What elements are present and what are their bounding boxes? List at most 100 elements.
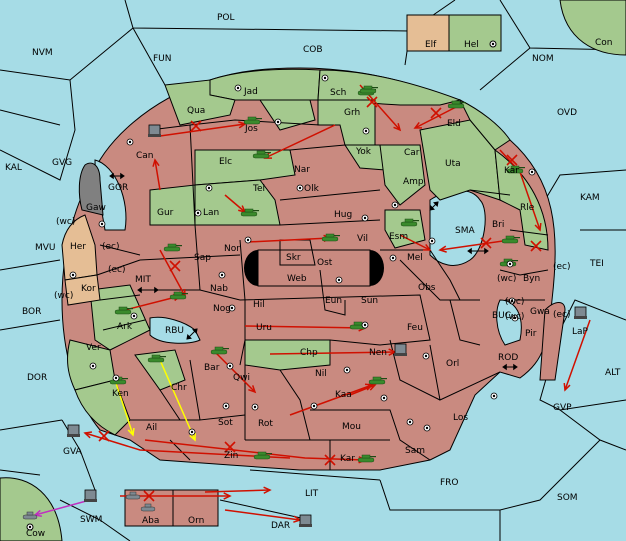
land-label-ver: Ver <box>86 343 101 353</box>
land-label-kar-north: Kar <box>504 166 519 176</box>
x-mark-icon <box>366 96 378 108</box>
sea-label-swm: SWM <box>80 515 102 525</box>
legend-elf-swatch <box>406 14 450 52</box>
supply-center-icon <box>345 368 349 372</box>
sea-label-alt: ALT <box>605 368 621 378</box>
land-label-zin: Zin <box>224 451 238 461</box>
coast-tag: (wc) <box>54 291 73 301</box>
tank-icon[interactable] <box>253 451 272 460</box>
sea-label-fro: FRO <box>440 478 459 488</box>
arrow-head <box>467 247 472 255</box>
tank-icon[interactable] <box>147 354 166 363</box>
supply-center-icon <box>71 273 75 277</box>
tank-icon[interactable] <box>210 346 229 355</box>
land-label-uru: Uru <box>256 323 272 333</box>
sea-label-dar: DAR <box>271 521 290 531</box>
unit-marker-icon[interactable] <box>67 424 80 437</box>
move-arrow <box>399 234 431 251</box>
land-label-amp: Amp <box>403 177 424 187</box>
sea-label-rbu: RBU <box>165 326 184 336</box>
tank-icon[interactable] <box>125 491 141 500</box>
unit-marker-icon[interactable] <box>148 124 161 137</box>
ost-border <box>257 249 371 287</box>
coast-tag: (wc) <box>497 274 516 284</box>
arrow-head <box>263 486 272 494</box>
sea-label-mit: MIT <box>135 275 151 285</box>
sea-label-buc: BUC <box>492 311 511 321</box>
arrow-head <box>152 158 160 167</box>
land-label-ken: Ken <box>112 389 129 399</box>
tank-icon[interactable] <box>243 116 262 125</box>
unit-marker-icon[interactable] <box>299 514 312 527</box>
gaw-territory <box>78 162 104 216</box>
land-label-orl: Orl <box>446 359 459 369</box>
supply-center-icon <box>513 316 517 320</box>
canal-links-layer <box>109 172 518 371</box>
sea-label-con: Con <box>595 38 613 48</box>
unit-marker-icon[interactable] <box>394 343 407 356</box>
arrow-head <box>393 123 402 132</box>
coast-tag: (wc) <box>505 312 524 322</box>
move-arrow <box>214 351 256 393</box>
supply-center-icon <box>236 86 240 90</box>
unit-marker-icon[interactable] <box>84 489 97 502</box>
supply-center-icon <box>364 129 368 133</box>
legend-elf-label: Elf <box>425 40 437 50</box>
land-label-rot: Rot <box>258 419 273 429</box>
arrow-head <box>109 172 114 180</box>
land-label-skr: Skr <box>286 253 301 263</box>
coast-tag: (ec) <box>553 262 571 272</box>
tank-icon[interactable] <box>359 85 378 94</box>
land-label-gwa: Gwa <box>530 307 550 317</box>
tank-icon[interactable] <box>240 208 259 217</box>
sea-label-gvg: GVG <box>52 158 72 168</box>
unit-marker-icon[interactable] <box>574 306 587 319</box>
move-arrow <box>564 319 591 391</box>
blocked-zone-east <box>370 250 384 286</box>
sea-label-bor: BOR <box>22 307 41 317</box>
blocked-zone-west <box>244 250 258 286</box>
tank-icon[interactable] <box>506 165 525 174</box>
x-mark-icon <box>98 430 110 442</box>
land-label-obs: Obs <box>418 283 436 293</box>
land-label-gur: Gur <box>157 208 174 218</box>
tank-icon[interactable] <box>169 291 188 300</box>
supply-center-icon <box>508 262 512 266</box>
arrow-head <box>186 334 192 340</box>
land-label-olk: Olk <box>304 184 320 194</box>
arrow-head <box>367 383 377 391</box>
arrow-head <box>438 245 447 253</box>
land-label-aba: Aba <box>142 516 159 526</box>
supply-center-icon <box>312 404 316 408</box>
tank-icon[interactable] <box>447 100 466 109</box>
green-territories <box>67 68 549 436</box>
arrow-head <box>189 432 197 442</box>
tank-icon[interactable] <box>114 306 133 315</box>
coast-tag: (ec) <box>102 242 120 252</box>
land-label-sap: Sap <box>194 253 211 263</box>
supply-center-icon <box>91 364 95 368</box>
tank-icon[interactable] <box>321 233 340 242</box>
sea-label-pol: POL <box>217 13 235 23</box>
supply-center-icon <box>224 404 228 408</box>
land-label-her: Her <box>70 242 86 252</box>
tank-icon[interactable] <box>252 150 271 159</box>
tank-icon[interactable] <box>368 376 387 385</box>
tank-icon[interactable] <box>400 218 419 227</box>
move-arrow <box>247 237 331 243</box>
move-arrow <box>159 123 246 137</box>
supply-center-icon <box>337 278 341 282</box>
tank-icon[interactable] <box>357 454 376 463</box>
land-label-esm: Esm <box>389 232 408 242</box>
tank-icon[interactable] <box>22 511 38 520</box>
tank-icon[interactable] <box>140 503 156 512</box>
x-mark-icon <box>169 260 181 272</box>
tank-icon[interactable] <box>501 235 520 244</box>
land-label-gaw: Gaw <box>86 203 106 213</box>
land-label-hil: Hil <box>253 300 265 310</box>
land-label-ost: Ost <box>317 258 333 268</box>
tank-icon[interactable] <box>163 243 182 252</box>
x-mark-icon <box>530 240 542 252</box>
supply-center-icon <box>530 170 534 174</box>
